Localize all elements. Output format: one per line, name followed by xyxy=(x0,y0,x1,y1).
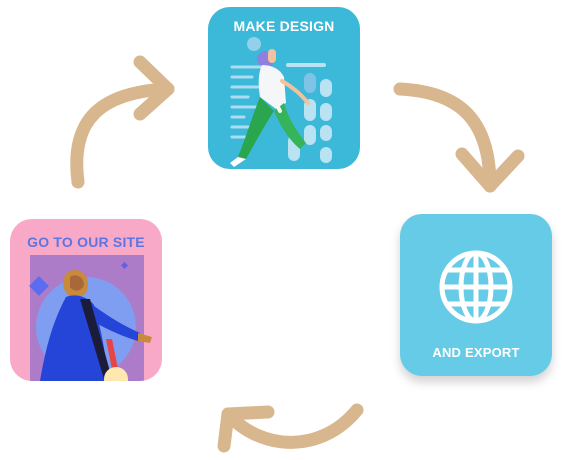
step-title-site: GO TO OUR SITE xyxy=(27,234,145,250)
globe-icon xyxy=(439,250,513,324)
step-card-export: AND EXPORT xyxy=(400,214,552,376)
step-card-make-design: MAKE DESIGN xyxy=(208,7,360,169)
step-title-export: AND EXPORT xyxy=(432,345,520,360)
arrow-export-to-site xyxy=(217,403,364,453)
arrow-make-to-export xyxy=(393,82,525,193)
design-person-illustration xyxy=(230,37,332,167)
step-title-make-design: MAKE DESIGN xyxy=(233,18,335,34)
site-person-illustration xyxy=(29,255,152,381)
step-card-site: GO TO OUR SITE xyxy=(10,219,162,381)
arrow-site-to-make xyxy=(70,55,175,189)
